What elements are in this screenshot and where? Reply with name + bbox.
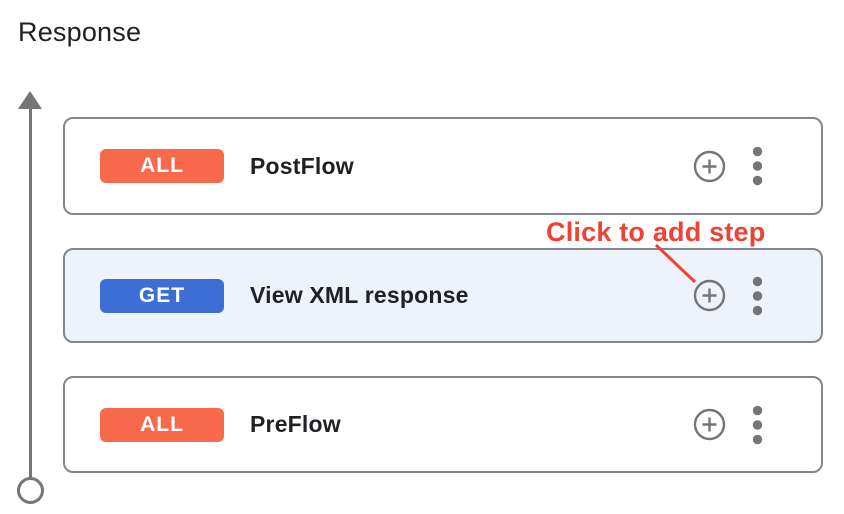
- add-step-button[interactable]: [693, 150, 726, 183]
- method-badge: ALL: [100, 149, 224, 183]
- step-name: View XML response: [250, 282, 469, 308]
- annotation-click-to-add-step: Click to add step: [546, 217, 766, 247]
- plus-circle-icon: [693, 408, 726, 441]
- plus-circle-icon: [693, 150, 726, 182]
- page-title: Response: [18, 17, 142, 47]
- kebab-menu-icon: [752, 276, 763, 315]
- method-badge: GET: [100, 278, 224, 313]
- more-options-button[interactable]: [752, 405, 763, 445]
- flow-start-circle-icon: [17, 477, 44, 504]
- flow-step-card-preflow[interactable]: ALL PreFlow: [63, 376, 823, 473]
- kebab-menu-icon: [752, 405, 763, 444]
- flow-step-card-postflow[interactable]: ALL PostFlow: [63, 117, 823, 215]
- add-step-button[interactable]: [693, 279, 726, 312]
- arrow-up-icon: [18, 91, 42, 109]
- method-badge: ALL: [100, 407, 224, 442]
- plus-circle-icon: [693, 279, 726, 312]
- step-name: PostFlow: [250, 152, 354, 179]
- flow-step-card-view-xml-response[interactable]: GET View XML response: [63, 248, 823, 343]
- add-step-button[interactable]: [693, 408, 726, 441]
- step-name: PreFlow: [250, 411, 341, 437]
- more-options-button[interactable]: [752, 146, 763, 186]
- more-options-button[interactable]: [752, 276, 763, 316]
- kebab-menu-icon: [752, 146, 763, 186]
- flow-connector-line: [29, 106, 32, 478]
